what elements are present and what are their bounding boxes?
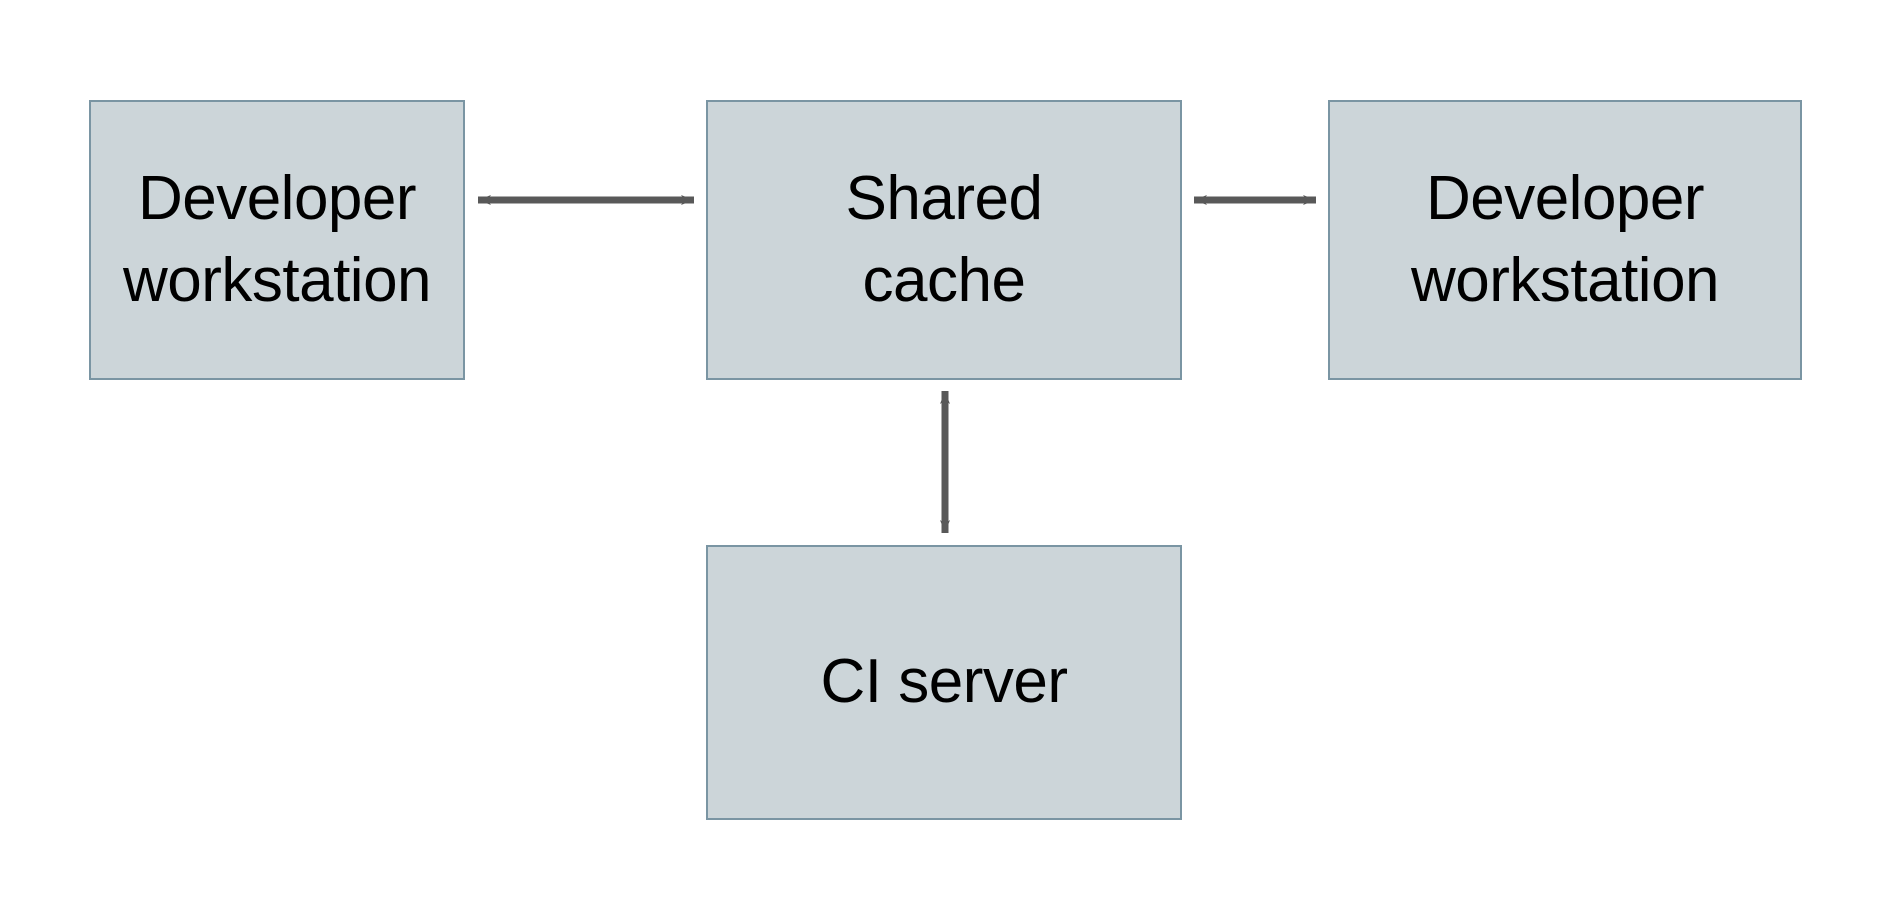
node-developer-workstation-left[interactable]: Developer workstation [89, 100, 465, 380]
node-ci-server[interactable]: CI server [706, 545, 1182, 820]
node-label: CI server [820, 647, 1068, 717]
node-shared-cache[interactable]: Shared cache [706, 100, 1182, 380]
node-label: Shared cache [845, 163, 1043, 315]
node-label: Developer workstation [1410, 163, 1720, 315]
node-developer-workstation-right[interactable]: Developer workstation [1328, 100, 1802, 380]
node-label: Developer workstation [122, 163, 432, 315]
